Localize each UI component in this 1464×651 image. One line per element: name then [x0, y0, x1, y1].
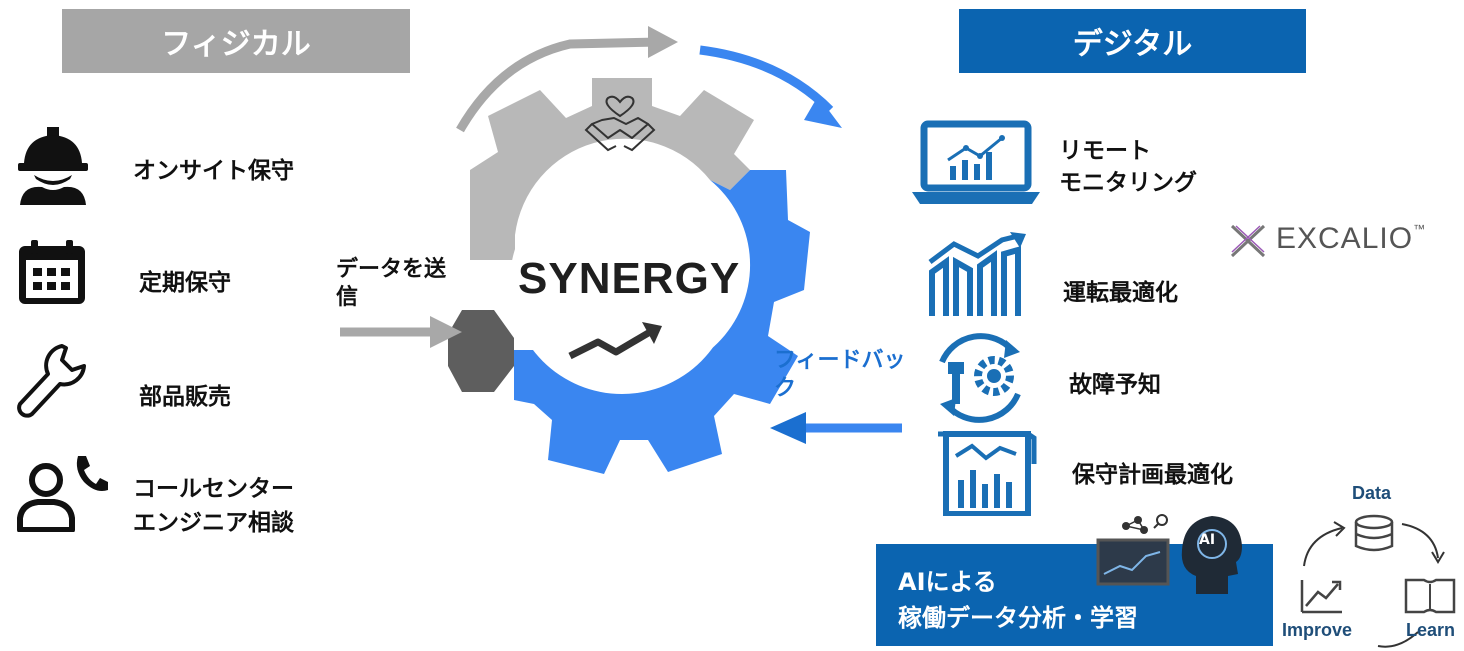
- synergy-gear-diagram: [340, 26, 902, 474]
- gray-arrow-head: [648, 26, 678, 58]
- cycle-data-label: Data: [1352, 483, 1392, 503]
- ai-head-icon: [1181, 516, 1242, 594]
- onsite-maintenance-label: オンサイト保守: [133, 158, 294, 184]
- maintenance-plan-optimization-label: 保守計画最適化: [1072, 462, 1233, 488]
- ai-head-label: AI: [1199, 532, 1216, 548]
- remote-monitoring-line1: リモート: [1059, 138, 1151, 164]
- cycle-learn-label: Learn: [1406, 620, 1456, 640]
- wrench-icon: [17, 344, 86, 418]
- call-center-label: コールセンター エンジニア相談: [133, 472, 294, 540]
- digital-header-label: デジタル: [1072, 27, 1193, 62]
- excalio-logo-icon: [1230, 224, 1266, 258]
- ai-analysis-line1: AIによる: [898, 568, 997, 596]
- ai-analysis-line2: 稼働データ分析・学習: [898, 604, 1138, 632]
- digital-header: デジタル: [959, 9, 1306, 73]
- send-data-label: データを送 信: [336, 256, 446, 312]
- operation-optimization-label: 運転最適化: [1063, 280, 1178, 306]
- failure-prediction-label: 故障予知: [1069, 372, 1161, 398]
- send-data-line1: データを送: [336, 257, 447, 282]
- bolt-gear-cycle-icon: [939, 333, 1021, 423]
- excalio-brand-tm: ™: [1413, 222, 1427, 236]
- synergy-title: SYNERGY: [518, 254, 741, 303]
- excalio-brand-name: EXCALIO: [1276, 222, 1414, 255]
- send-data-line2: 信: [336, 285, 359, 310]
- call-center-label-line1: コールセンター: [133, 476, 294, 502]
- excalio-brand: EXCALIO™: [1276, 222, 1426, 256]
- parts-sales-label: 部品販売: [139, 384, 231, 410]
- data-learn-improve-cycle: [1300, 514, 1456, 648]
- call-center-label-line2: エンジニア相談: [133, 510, 294, 536]
- remote-monitoring-label: リモート モニタリング: [1059, 135, 1197, 199]
- rising-chart-icon: [928, 232, 1026, 316]
- feedback-label: フィードバッ ク: [774, 347, 906, 403]
- laptop-chart-icon: [912, 120, 1040, 204]
- feedback-line1: フィードバッ: [774, 348, 906, 373]
- calendar-icon: [19, 240, 85, 304]
- periodic-maintenance-label: 定期保守: [139, 270, 231, 296]
- call-center-icon: [17, 456, 108, 532]
- ai-monitor-icon: [1096, 514, 1170, 586]
- remote-monitoring-line2: モニタリング: [1059, 170, 1197, 196]
- chart-document-icon: [938, 431, 1037, 516]
- feedback-line2: ク: [774, 376, 797, 401]
- physical-header: フィジカル: [62, 9, 410, 73]
- physical-header-label: フィジカル: [161, 27, 311, 62]
- blue-arrow-head: [804, 96, 842, 128]
- cycle-improve-label: Improve: [1282, 620, 1353, 640]
- worker-helmet-icon: [18, 127, 88, 205]
